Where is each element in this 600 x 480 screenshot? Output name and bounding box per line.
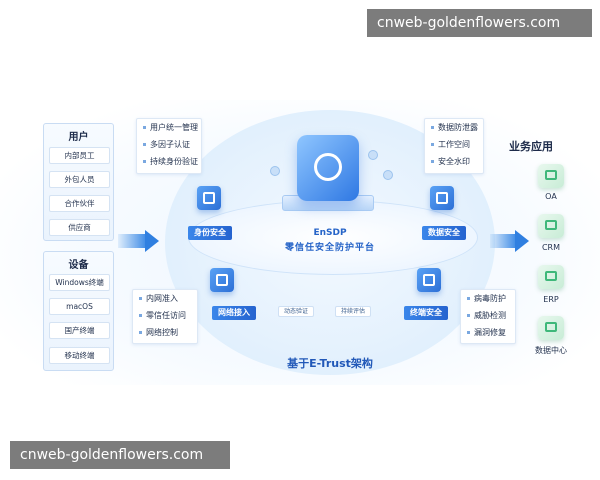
feature-item: 漏洞修复	[461, 324, 515, 341]
feature-item: 安全水印	[425, 153, 483, 170]
app-label: 数据中心	[535, 346, 567, 355]
data-module-icon	[430, 186, 454, 210]
feature-item: 零信任访问	[133, 307, 197, 324]
network-module-icon	[210, 268, 234, 292]
user-item: 供应商	[49, 219, 110, 236]
continuous-assess-tag: 持续评估	[335, 306, 372, 317]
users-group: 用户 内部员工 外包人员 合作伙伴 供应商	[43, 123, 114, 241]
crm-app-icon	[538, 214, 564, 238]
feature-item: 数据防泄露	[425, 119, 483, 136]
network-module-label: 网络接入	[212, 306, 256, 320]
outbound-arrow-head	[515, 230, 529, 252]
device-item: macOS	[49, 298, 110, 315]
inbound-arrow-head	[145, 230, 159, 252]
orbit-node-icon	[270, 166, 280, 176]
endpoint-module-icon	[417, 268, 441, 292]
orbit-node-icon	[383, 170, 393, 180]
devices-title: 设备	[68, 260, 89, 271]
apps-title: 业务应用	[509, 140, 553, 153]
device-item: 移动终端	[49, 347, 110, 364]
datacenter-app-icon	[538, 316, 564, 340]
feature-item: 网络控制	[133, 324, 197, 341]
feature-item: 病毒防护	[461, 290, 515, 307]
erp-app-icon	[538, 265, 564, 289]
user-item: 内部员工	[49, 147, 110, 164]
feature-item: 威胁检测	[461, 307, 515, 324]
user-item: 合作伙伴	[49, 195, 110, 212]
feature-item: 用户统一管理	[137, 119, 201, 136]
shield-icon	[297, 135, 359, 201]
platform-name: EnSDP	[313, 228, 347, 238]
feature-item: 工作空间	[425, 136, 483, 153]
app-label: OA	[545, 192, 557, 201]
feature-item: 持续身份验证	[137, 153, 201, 170]
user-item: 外包人员	[49, 171, 110, 188]
architecture-title: 基于E-Trust架构	[287, 357, 373, 370]
inbound-arrow-shaft	[118, 234, 146, 248]
app-label: CRM	[541, 243, 561, 252]
identity-features-box: 用户统一管理 多因子认证 持续身份验证	[136, 118, 202, 174]
devices-group: 设备 Windows终端 macOS 国产终端 移动终端	[43, 251, 114, 371]
feature-item: 多因子认证	[137, 136, 201, 153]
device-item: 国产终端	[49, 322, 110, 339]
platform-subtitle: 零信任安全防护平台	[284, 243, 375, 253]
endpoint-features-box: 病毒防护 威胁检测 漏洞修复	[460, 289, 516, 344]
endpoint-module-label: 终端安全	[404, 306, 448, 320]
device-item: Windows终端	[49, 274, 110, 291]
feature-item: 内网准入	[133, 290, 197, 307]
users-title: 用户	[68, 132, 89, 143]
app-label: ERP	[543, 295, 559, 304]
oa-app-icon	[538, 164, 564, 188]
orbit-node-icon	[368, 150, 378, 160]
dynamic-verify-tag: 动态验证	[278, 306, 315, 317]
identity-module-icon	[197, 186, 221, 210]
watermark-bottom: cnweb-goldenflowers.com	[10, 441, 230, 469]
outbound-arrow-shaft	[490, 234, 516, 248]
network-features-box: 内网准入 零信任访问 网络控制	[132, 289, 198, 344]
watermark-top: cnweb-goldenflowers.com	[367, 9, 592, 37]
data-features-box: 数据防泄露 工作空间 安全水印	[424, 118, 484, 174]
identity-module-label: 身份安全	[188, 226, 232, 240]
data-module-label: 数据安全	[422, 226, 466, 240]
